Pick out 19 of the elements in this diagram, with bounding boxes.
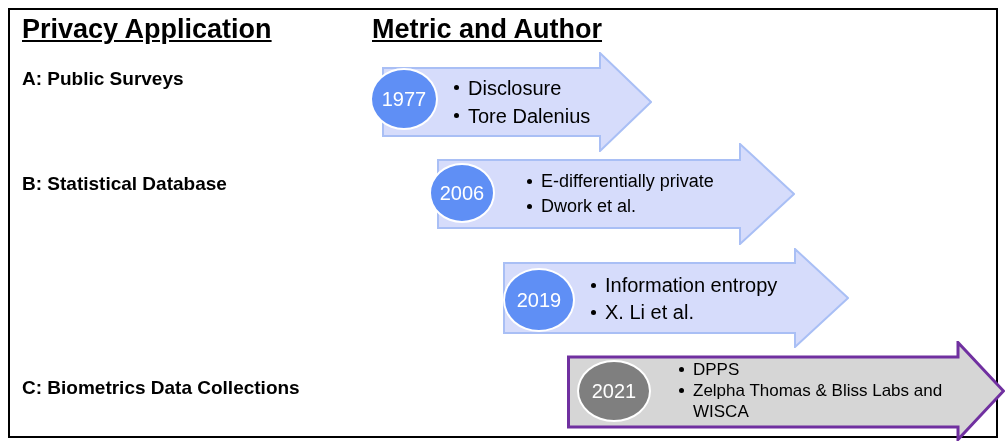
list-item: E-differentially private (541, 170, 714, 193)
list-item: Zelpha Thomas & Bliss Labs and WISCA (693, 380, 944, 422)
list-item: Tore Dalenius (468, 104, 591, 129)
year-label: 2021 (591, 379, 637, 403)
list-item: Dwork et al. (541, 195, 637, 218)
year-label: 2019 (516, 288, 562, 312)
list-item: Disclosure (468, 76, 562, 101)
list-item: Information entropy (605, 273, 778, 298)
column-heading: Metric and Author (372, 14, 602, 45)
arrow-shape (503, 248, 849, 348)
column-heading: Privacy Application (22, 14, 272, 45)
row-label: B: Statistical Database (22, 173, 227, 195)
row-label: C: Biometrics Data Collections (22, 377, 300, 399)
arrow-shape (567, 341, 1005, 441)
list-item: DPPS (693, 359, 740, 380)
list-item: X. Li et al. (605, 300, 694, 325)
year-label: 1977 (381, 87, 427, 111)
row-label: A: Public Surveys (22, 68, 184, 90)
year-label: 2006 (439, 181, 485, 205)
